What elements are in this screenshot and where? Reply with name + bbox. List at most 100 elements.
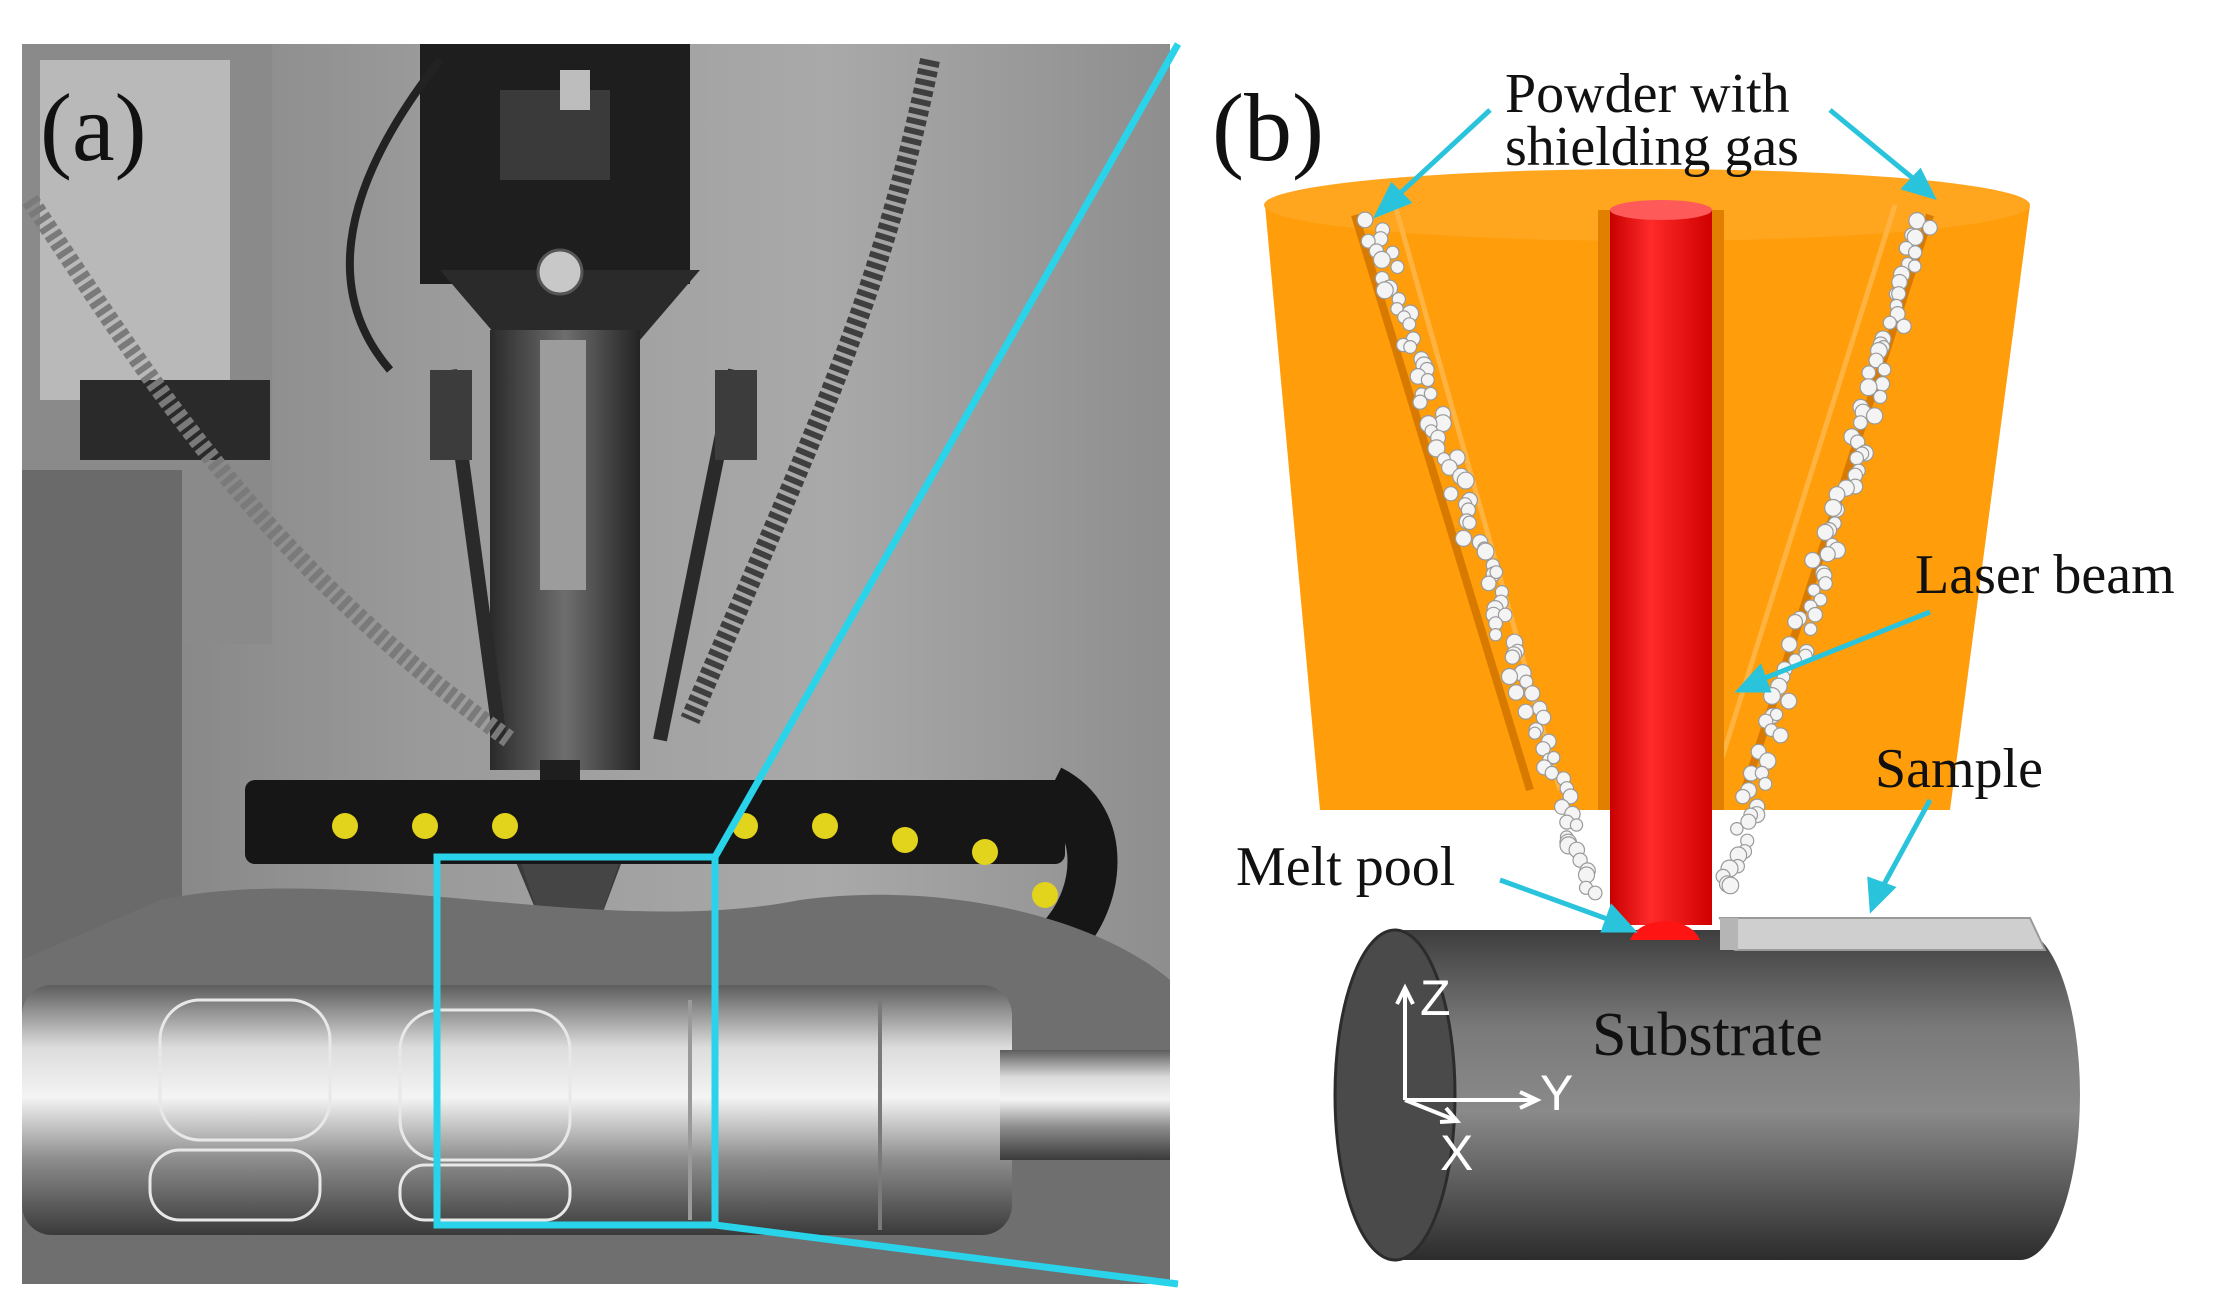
powder-particle bbox=[1824, 498, 1843, 517]
powder-particle bbox=[1504, 649, 1521, 665]
left-rail bbox=[40, 60, 230, 400]
axis-z-label: Z bbox=[1420, 970, 1451, 1026]
powder-stream-right bbox=[1715, 212, 1938, 895]
powder-particle bbox=[1874, 376, 1891, 392]
melt-pool-label: Melt pool bbox=[1236, 836, 1455, 898]
sample-track bbox=[1718, 917, 2047, 951]
powder-particle bbox=[1523, 685, 1541, 702]
powder-particle bbox=[1807, 583, 1821, 597]
powder-particle bbox=[1375, 281, 1394, 300]
powder-particle bbox=[1412, 394, 1428, 410]
powder-particle bbox=[1891, 286, 1907, 302]
powder-particle bbox=[1818, 576, 1833, 591]
powder-particle bbox=[1758, 776, 1773, 791]
powder-particle bbox=[1882, 315, 1897, 330]
armored-cable-left bbox=[22, 195, 516, 748]
laser-beam bbox=[1610, 210, 1712, 925]
roller-workpiece bbox=[22, 985, 1012, 1235]
powder-particle bbox=[1787, 613, 1803, 630]
powder-particle bbox=[1562, 788, 1579, 805]
powder-particle bbox=[1907, 245, 1923, 260]
powder-particle bbox=[1781, 636, 1798, 653]
powder-particle bbox=[1772, 727, 1789, 744]
panel-label-a: (a) bbox=[40, 74, 147, 181]
head-mount bbox=[440, 270, 700, 340]
powder-particle bbox=[1587, 885, 1603, 901]
powder-particle bbox=[1896, 318, 1912, 335]
powder-particle bbox=[1813, 592, 1828, 607]
powder-particle bbox=[1852, 415, 1868, 431]
left-connector bbox=[430, 370, 472, 460]
substrate-cylinder bbox=[1333, 928, 2080, 1262]
powder-particle bbox=[1859, 378, 1878, 397]
cable-chain bbox=[245, 780, 1065, 864]
powder-particle bbox=[1877, 362, 1892, 377]
engraved-patterns bbox=[148, 998, 572, 1222]
powder-particle bbox=[1517, 703, 1534, 720]
powder-particle bbox=[1849, 450, 1864, 466]
powder-particle bbox=[1454, 529, 1473, 548]
cable-chain-pins bbox=[332, 813, 1058, 908]
zoom-box bbox=[433, 853, 719, 1229]
powder-particle bbox=[1865, 407, 1884, 425]
knurled-knob bbox=[536, 248, 584, 296]
panel-label-b: (b) bbox=[1212, 74, 1324, 181]
powder-particle bbox=[1807, 606, 1823, 623]
powder-particle bbox=[1497, 607, 1513, 623]
powder-particle bbox=[1780, 692, 1798, 710]
powder-particle bbox=[1816, 523, 1834, 542]
powder-particle bbox=[1507, 684, 1525, 701]
powder-particle bbox=[1721, 876, 1740, 895]
zoom-line-bottom bbox=[714, 1221, 1179, 1288]
powder-particle bbox=[1769, 707, 1784, 722]
powder-particle bbox=[1489, 565, 1504, 579]
powder-particle bbox=[1577, 866, 1596, 884]
powder-particle bbox=[1528, 726, 1542, 740]
powder-particle bbox=[1390, 259, 1405, 275]
right-connector bbox=[715, 370, 757, 460]
powder-particle bbox=[1443, 486, 1459, 502]
laser-beam-label: Laser beam bbox=[1915, 544, 2175, 606]
roller-shaft bbox=[1000, 1050, 1170, 1160]
powder-particle bbox=[1372, 250, 1391, 269]
powder-particle bbox=[1908, 259, 1922, 273]
powder-particle bbox=[1872, 389, 1888, 405]
powder-particle bbox=[1462, 515, 1477, 531]
valve-block bbox=[500, 90, 610, 180]
powder-particle bbox=[1488, 628, 1503, 642]
powder-particle bbox=[1803, 622, 1818, 636]
photo-panel-a bbox=[22, 44, 1170, 1284]
powder-particle bbox=[1476, 542, 1495, 561]
coordinate-axes bbox=[1395, 983, 1542, 1124]
substrate-label: Substrate bbox=[1592, 1001, 1823, 1069]
powder-particle bbox=[1427, 439, 1446, 458]
gas-fitting bbox=[560, 70, 590, 110]
signal-cable bbox=[346, 57, 444, 373]
powder-particle bbox=[1360, 233, 1376, 249]
powder-label-line2: shielding gas bbox=[1505, 116, 1799, 178]
powder-particle bbox=[1740, 813, 1757, 830]
melt-pool bbox=[1630, 921, 1700, 940]
powder-particle bbox=[1868, 352, 1884, 369]
powder-particle bbox=[1730, 821, 1744, 836]
schematic-panel-b: Z Y X Substrate Powder with shielding ga… bbox=[1212, 63, 2175, 1262]
powder-particle bbox=[1356, 211, 1374, 229]
axis-y-label: Y bbox=[1540, 1065, 1573, 1121]
powder-particle bbox=[1420, 373, 1435, 388]
powder-particle bbox=[1440, 459, 1458, 476]
powder-particle bbox=[1456, 471, 1475, 490]
powder-label-line1: Powder with bbox=[1505, 63, 1790, 125]
powder-particle bbox=[1544, 765, 1560, 781]
center-fitting bbox=[540, 340, 586, 590]
sample-label: Sample bbox=[1875, 738, 2043, 800]
powder-particle bbox=[1922, 219, 1938, 236]
powder-particle bbox=[1500, 667, 1519, 686]
powder-particle bbox=[1735, 788, 1751, 805]
powder-particle bbox=[1861, 365, 1877, 381]
powder-stream-left bbox=[1356, 211, 1603, 901]
powder-particle bbox=[1535, 741, 1551, 757]
powder-particle bbox=[1402, 317, 1417, 332]
armored-cable-right bbox=[680, 57, 940, 724]
powder-particle bbox=[1480, 575, 1497, 592]
